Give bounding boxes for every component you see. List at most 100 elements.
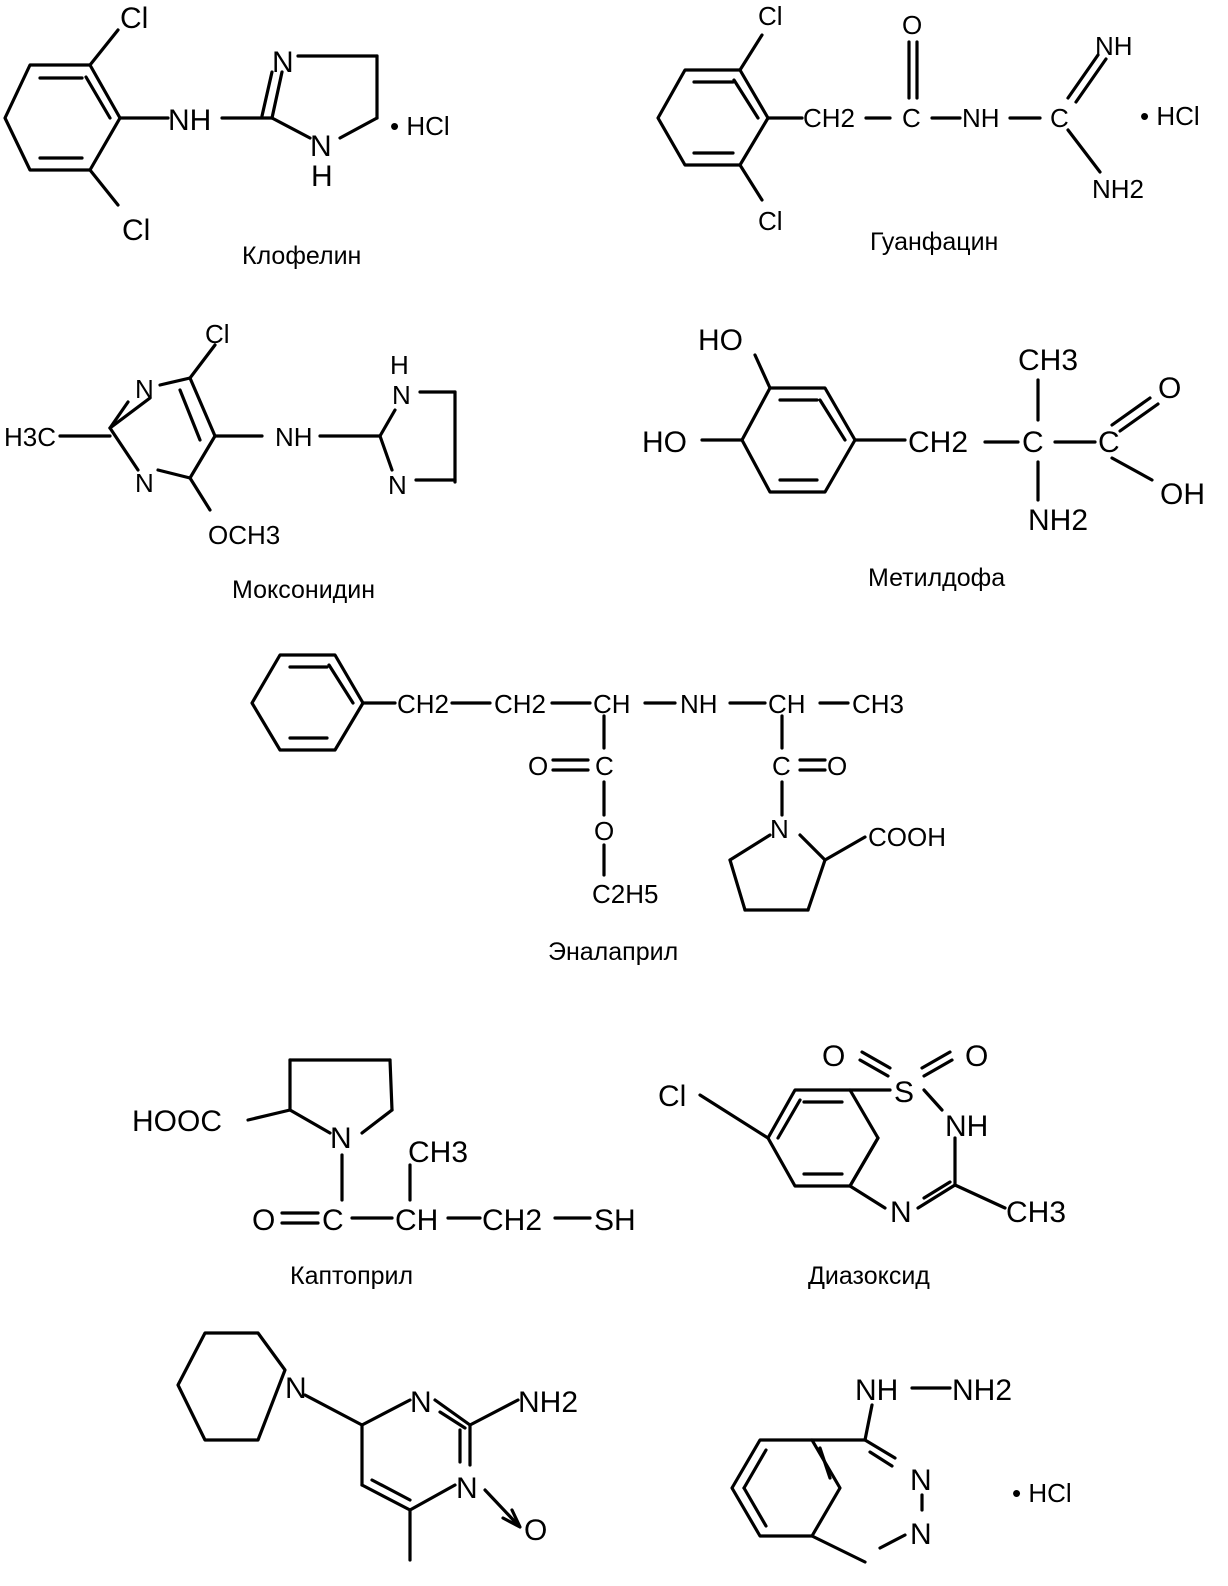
hydralazine-bonds: [730, 1386, 952, 1564]
minoxidil-structure: N N NH2 N O: [176, 1331, 578, 1562]
enalapril-o-amide: O: [827, 751, 847, 781]
clonidine-h: H: [311, 160, 333, 193]
methyldopa-ho-top: HO: [698, 324, 743, 357]
enalapril-ch2-1: CH2: [397, 689, 449, 719]
diazoxide-bonds: [698, 1050, 1007, 1210]
clonidine-nh: NH: [168, 104, 211, 137]
hydralazine-nh2: NH2: [952, 1374, 1012, 1407]
hydralazine-nh: NH: [855, 1374, 898, 1407]
moxonidine-name: Моксонидин: [232, 576, 375, 604]
methyldopa-name: Метилдофа: [868, 564, 1005, 592]
methyldopa-c-acid: C: [1098, 426, 1120, 459]
captopril-n: N: [330, 1122, 352, 1155]
enalapril-c-ester: C: [595, 751, 614, 781]
moxonidine-bonds: [58, 343, 457, 512]
captopril-ch: CH: [395, 1204, 438, 1237]
methyldopa-oh: OH: [1160, 478, 1205, 511]
guanfacine-nh: NH: [962, 103, 1000, 133]
moxonidine-n-top: N: [135, 374, 154, 404]
moxonidine-h: H: [390, 350, 409, 380]
minoxidil-n-piperidine: N: [285, 1372, 307, 1405]
hydralazine-structure: NH NH2 N N • HCl: [730, 1374, 1072, 1564]
enalapril-structure: CH2 CH2 CH NH CH CH3 O C O C2H5 C O N CO…: [250, 653, 946, 966]
guanfacine-nh2: NH2: [1092, 174, 1144, 204]
clonidine-n-ring-2: N: [310, 130, 332, 163]
clonidine-name: Клофелин: [242, 242, 361, 270]
guanfacine-salt: • HCl: [1140, 101, 1200, 131]
moxonidine-och3: OCH3: [208, 520, 280, 550]
guanfacine-ch2: CH2: [803, 103, 855, 133]
clonidine-cl-top: Cl: [120, 2, 148, 35]
diazoxide-structure: Cl S O O NH N CH3 Диазоксид: [658, 1040, 1066, 1290]
moxonidine-h3c: H3C: [4, 422, 56, 452]
captopril-ch2: CH2: [482, 1204, 542, 1237]
captopril-c: C: [322, 1204, 344, 1237]
enalapril-cooh: COOH: [868, 822, 946, 852]
captopril-ch3: CH3: [408, 1136, 468, 1169]
moxonidine-n-ring-2: N: [388, 470, 407, 500]
minoxidil-o: O: [524, 1514, 547, 1547]
captopril-o: O: [252, 1204, 275, 1237]
moxonidine-n-ring: N: [392, 380, 411, 410]
enalapril-c2h5: C2H5: [592, 879, 658, 909]
minoxidil-n-top: N: [410, 1386, 432, 1419]
enalapril-ch2-2: CH2: [494, 689, 546, 719]
guanfacine-cl-bottom: Cl: [758, 206, 783, 236]
guanfacine-name: Гуанфацин: [870, 228, 998, 256]
clonidine-cl-bottom: Cl: [122, 214, 150, 247]
enalapril-bonds: [250, 653, 867, 912]
captopril-name: Каптоприл: [290, 1262, 413, 1290]
clonidine-salt: • HCl: [390, 111, 450, 141]
methyldopa-ho-bottom: HO: [642, 426, 687, 459]
clonidine-bonds: [3, 28, 379, 207]
minoxidil-nh2: NH2: [518, 1386, 578, 1419]
diazoxide-o-right: O: [965, 1040, 988, 1073]
enalapril-ch3: CH3: [852, 689, 904, 719]
guanfacine-o: O: [902, 10, 922, 40]
guanfacine-c: C: [902, 103, 921, 133]
guanfacine-nh-imine: NH: [1095, 31, 1133, 61]
enalapril-ch-2: CH: [768, 689, 806, 719]
captopril-sh: SH: [594, 1204, 636, 1237]
methyldopa-ch3: CH3: [1018, 344, 1078, 377]
enalapril-name: Эналаприл: [548, 938, 678, 966]
diazoxide-o-left: O: [822, 1040, 845, 1073]
methyldopa-nh2: NH2: [1028, 504, 1088, 537]
guanfacine-structure: Cl Cl CH2 C O NH C NH NH2 • HCl Гуанфаци…: [656, 1, 1200, 256]
enalapril-o: O: [594, 816, 614, 846]
captopril-hooc: HOOC: [132, 1105, 222, 1138]
guanfacine-c-amidine: C: [1050, 103, 1069, 133]
hydralazine-n-2: N: [910, 1518, 932, 1551]
enalapril-n: N: [770, 814, 789, 844]
enalapril-ch: CH: [593, 689, 631, 719]
minoxidil-bonds: [176, 1331, 522, 1562]
clonidine-structure: Cl Cl NH N N H • HCl Клофелин: [3, 2, 450, 270]
diazoxide-cl: Cl: [658, 1080, 686, 1113]
diazoxide-nh: NH: [945, 1110, 988, 1143]
enalapril-c-amide: C: [772, 751, 791, 781]
moxonidine-n-bottom: N: [135, 468, 154, 498]
diazoxide-ch3: CH3: [1006, 1196, 1066, 1229]
diazoxide-name: Диазоксид: [808, 1262, 930, 1290]
captopril-bonds: [246, 1058, 592, 1225]
methyldopa-structure: HO HO CH2 C CH3 NH2 C O OH Метилдофа: [642, 324, 1205, 592]
moxonidine-nh: NH: [275, 422, 313, 452]
guanfacine-cl-top: Cl: [758, 1, 783, 31]
enalapril-o-ester: O: [528, 751, 548, 781]
methyldopa-bonds: [700, 353, 1160, 502]
diazoxide-n: N: [890, 1196, 912, 1229]
diazoxide-s: S: [894, 1076, 914, 1109]
moxonidine-structure: Cl N N H3C OCH3 NH H N N Моксонидин: [4, 319, 457, 604]
guanfacine-bonds: [656, 33, 1108, 202]
hydralazine-n-1: N: [910, 1464, 932, 1497]
hydralazine-salt: • HCl: [1012, 1478, 1072, 1508]
methyldopa-ch2: CH2: [908, 426, 968, 459]
minoxidil-n-bottom: N: [456, 1472, 478, 1505]
enalapril-nh: NH: [680, 689, 718, 719]
methyldopa-o: O: [1158, 372, 1181, 405]
moxonidine-cl: Cl: [205, 319, 230, 349]
clonidine-n-ring: N: [272, 46, 294, 79]
captopril-structure: HOOC N O C CH CH3 CH2 SH Каптоприл: [132, 1058, 636, 1290]
methyldopa-c: C: [1022, 426, 1044, 459]
